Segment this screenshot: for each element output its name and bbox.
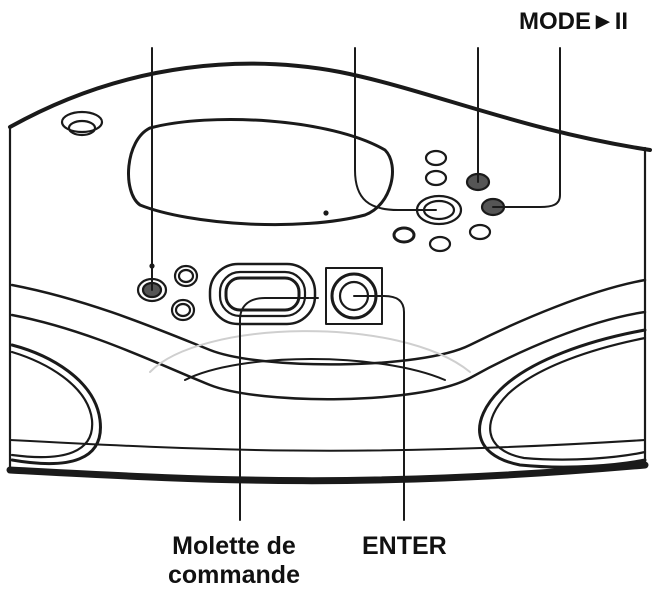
right-speaker-inner xyxy=(489,336,647,461)
left-speaker-inner xyxy=(10,350,94,459)
enter-label: ENTER xyxy=(362,532,447,560)
leader-enter xyxy=(353,295,405,521)
control-dial-label: Molette de commande xyxy=(168,532,300,590)
control-dial-label-line2: commande xyxy=(168,560,300,589)
leader-mode xyxy=(492,47,561,208)
display-indicator-dot xyxy=(323,210,329,216)
display-window xyxy=(127,117,394,227)
device-top-outline xyxy=(8,61,652,152)
device-bottom-outline xyxy=(6,461,649,485)
top-knob xyxy=(60,110,104,137)
left-button-group xyxy=(136,264,199,322)
mode-play-pause-label: MODE►II xyxy=(519,8,629,35)
control-dial xyxy=(208,262,317,326)
callout-lines xyxy=(151,47,561,521)
cd-disc-arc xyxy=(149,330,471,373)
leader-jog xyxy=(354,47,437,211)
leader-molette xyxy=(239,297,319,521)
left-speaker xyxy=(10,343,102,466)
control-dial-label-line1: Molette de xyxy=(172,532,296,560)
device-bottom-inner xyxy=(9,439,646,452)
cd-lid-curve-inner xyxy=(10,310,647,401)
cd-lid-curve-outer xyxy=(10,278,647,366)
button-cluster xyxy=(392,149,506,253)
cd-disc-arc-2 xyxy=(184,358,446,381)
